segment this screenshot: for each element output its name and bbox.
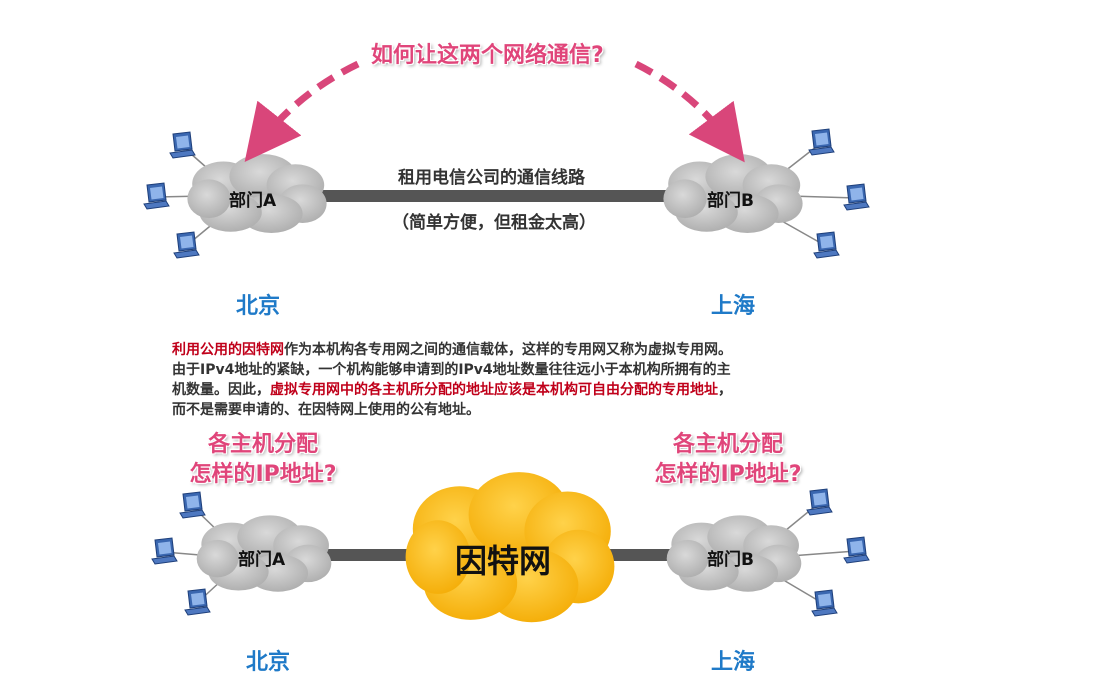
cloud-label-dept-b-bottom: 部门B (707, 550, 754, 570)
screen-shape (176, 135, 190, 149)
host-connection-line (789, 550, 857, 557)
cloud-puff (666, 539, 709, 578)
computer-icon (143, 182, 170, 210)
keyboard-shape (179, 509, 206, 519)
keyboard-shape (813, 249, 840, 259)
cloud-dept-a-top (187, 154, 327, 233)
screen-shape (818, 593, 832, 607)
paragraph-line: 而不是需要申请的、在因特网上使用的公有地址。 (172, 400, 822, 420)
keyboard-shape (151, 555, 178, 565)
cloud-label-dept-b-top: 部门B (707, 191, 754, 211)
paragraph-line: 机数量。因此，虚拟专用网中的各主机所分配的地址应该是本机构可自由分配的专用地址， (172, 380, 822, 400)
right-dashed-arrow (634, 60, 745, 163)
cloud-dept-a-bottom (196, 515, 332, 592)
screen-shape (158, 541, 172, 555)
screen-shape (815, 132, 829, 146)
screen-shape (813, 492, 827, 506)
internet-cloud (405, 472, 615, 623)
keyboard-shape (843, 201, 870, 211)
highlighted-text: 虚拟专用网中的各主机所分配的地址应该是本机构可自由分配的专用地址 (270, 382, 718, 398)
paragraph-line: 利用公用的因特网作为本机构各专用网之间的通信载体，这样的专用网又称为虚拟专用网。 (172, 340, 822, 360)
paragraph-line: 由于IPv4地址的紧缺，一个机构能够申请到的IPv4地址数量往往远小于本机构所拥… (172, 360, 822, 380)
cloud-dept-b-top (663, 154, 803, 233)
left-ip-question-line-2: 怎样的IP地址? (189, 462, 337, 487)
leased-line-note: （简单方便，但租金太高） (392, 213, 596, 233)
highlighted-text: 利用公用的因特网 (172, 342, 284, 358)
cloud-dept-b-bottom (666, 515, 802, 592)
city-shanghai-top: 上海 (711, 294, 756, 319)
keyboard-shape (808, 146, 835, 156)
computer-icon (843, 183, 870, 211)
left-ip-question: 各主机分配 怎样的IP地址? (178, 430, 348, 490)
paragraph-text: 机数量。因此， (172, 382, 270, 398)
keyboard-shape (811, 607, 838, 617)
host-connection-line (789, 195, 857, 199)
city-shanghai-bottom: 上海 (711, 650, 756, 675)
screen-shape (191, 592, 205, 606)
keyboard-shape (843, 554, 870, 564)
cloud-puff (663, 179, 707, 219)
city-beijing-top: 北京 (236, 294, 281, 319)
internet-label: 因特网 (455, 542, 552, 580)
right-ip-question: 各主机分配 怎样的IP地址? (643, 430, 813, 490)
cloud-puff (187, 179, 231, 219)
left-ip-question-line-1: 各主机分配 (207, 432, 318, 457)
computer-icon (808, 128, 835, 156)
cloud-label-dept-a-top: 部门A (229, 191, 277, 211)
computer-icon (173, 231, 200, 259)
keyboard-shape (143, 200, 170, 210)
leased-line-label: 租用电信公司的通信线路 (398, 168, 585, 188)
paragraph-text: ， (718, 382, 732, 398)
paragraph-text: 作为本机构各专用网之间的通信载体，这样的专用网又称为虚拟专用网。 (284, 342, 732, 358)
computer-icon (184, 588, 211, 616)
screen-shape (150, 186, 164, 200)
screen-shape (850, 187, 864, 201)
explanation-paragraph: 利用公用的因特网作为本机构各专用网之间的通信载体，这样的专用网又称为虚拟专用网。… (172, 340, 822, 420)
cloud-label-dept-a-bottom: 部门A (238, 550, 286, 570)
city-beijing-bottom: 北京 (246, 650, 291, 675)
computer-icon (179, 491, 206, 519)
right-ip-question-line-2: 怎样的IP地址? (654, 462, 802, 487)
screen-shape (820, 235, 834, 249)
keyboard-shape (806, 506, 833, 516)
left-dashed-arrow (244, 60, 360, 162)
keyboard-shape (169, 149, 196, 159)
keyboard-shape (173, 249, 200, 259)
paragraph-text: 由于IPv4地址的紧缺，一个机构能够申请到的IPv4地址数量往往远小于本机构所拥… (172, 362, 731, 378)
screen-shape (180, 235, 194, 249)
computer-icon (843, 536, 870, 564)
cloud-puff (196, 539, 239, 578)
computer-icon (813, 231, 840, 259)
top-question: 如何让这两个网络通信? (371, 43, 604, 68)
screen-shape (850, 540, 864, 554)
computer-icon (169, 131, 196, 159)
computer-icon (811, 589, 838, 617)
cloud-puff (405, 520, 471, 594)
screen-shape (186, 495, 200, 509)
right-ip-question-line-1: 各主机分配 (672, 432, 783, 457)
paragraph-text: 而不是需要申请的、在因特网上使用的公有地址。 (172, 402, 480, 418)
computer-icon (806, 488, 833, 516)
computer-icon (151, 537, 178, 565)
keyboard-shape (184, 606, 211, 616)
